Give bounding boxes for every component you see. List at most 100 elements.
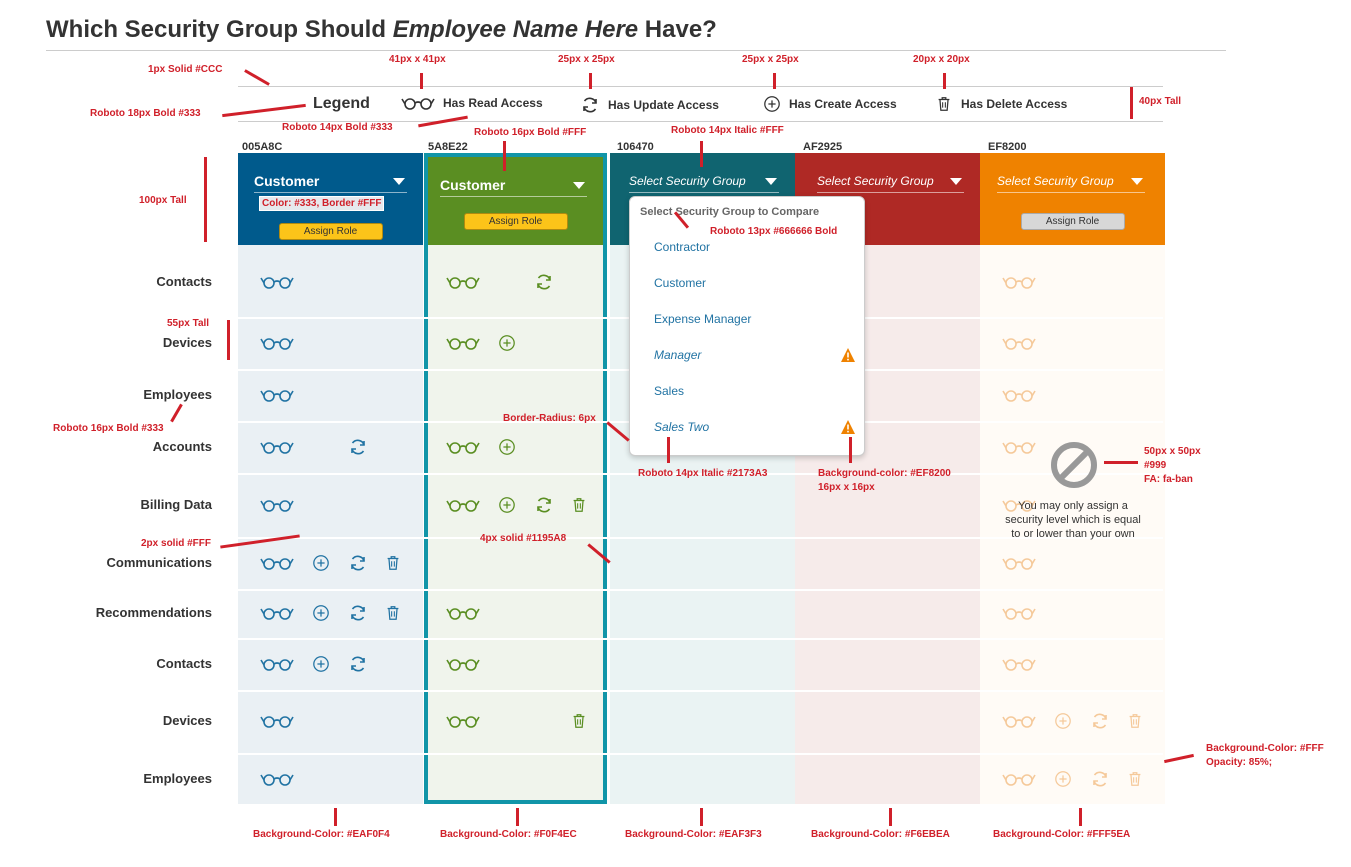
assign-role-button[interactable]: Assign Role	[278, 223, 383, 240]
annotation: Roboto 16px Bold #333	[53, 423, 164, 434]
annotation: 1px Solid #CCC	[148, 64, 223, 75]
refresh-icon	[348, 553, 368, 573]
dropdown-header: Select Security Group to Compare	[640, 206, 820, 218]
row-label: Billing Data	[140, 496, 212, 512]
legend-create: Has Create Access	[763, 95, 897, 113]
annotation: Color: #333, Border #FFF	[259, 196, 385, 211]
caret-down-icon	[765, 178, 777, 185]
annotation-arrow	[334, 808, 337, 826]
glasses-icon	[446, 274, 480, 290]
dropdown-option-contractor[interactable]: Contractor	[654, 240, 711, 254]
security-group-select[interactable]: Customer	[440, 173, 587, 197]
annotation: Background-Color: #F0F4EC	[440, 829, 577, 840]
caret-down-icon	[573, 182, 585, 189]
dropdown-option-manager[interactable]: Manager	[654, 348, 702, 362]
refresh-icon	[580, 95, 600, 115]
annotation: Background-Color: #EAF0F4	[253, 829, 390, 840]
assign-role-button[interactable]: Assign Role	[1020, 213, 1125, 230]
annotation: 25px x 25px	[742, 54, 799, 65]
plus-circle-icon	[498, 496, 516, 514]
glasses-icon	[260, 497, 294, 513]
plus-circle-icon	[1054, 712, 1072, 730]
plus-circle-icon	[498, 334, 516, 352]
annotation: Roboto 13px #666666 Bold	[710, 226, 838, 237]
security-group-column-5: Select Security Group Assign Role	[980, 153, 1165, 804]
column-hex-3: 106470	[617, 141, 654, 153]
refresh-icon	[1090, 769, 1110, 789]
annotation: Border-Radius: 6px	[503, 413, 596, 424]
security-group-select[interactable]: Select Security Group	[997, 169, 1145, 193]
row-divider	[238, 753, 1163, 755]
glasses-icon	[1002, 771, 1036, 787]
column-hex-4: AF2925	[803, 141, 843, 153]
assign-role-button[interactable]: Assign Role	[463, 213, 568, 230]
annotation-arrow	[773, 73, 776, 89]
legend-read: Has Read Access	[401, 95, 543, 111]
security-group-select[interactable]: Select Security Group	[629, 169, 779, 193]
row-divider	[238, 589, 1163, 591]
dropdown-option-sales[interactable]: Sales	[654, 384, 685, 398]
warning-icon	[840, 347, 856, 363]
glasses-icon	[260, 335, 294, 351]
glasses-icon	[260, 274, 294, 290]
glasses-icon	[1002, 555, 1036, 571]
annotation: 55px Tall	[167, 318, 210, 329]
refresh-icon	[348, 437, 368, 457]
annotation: Roboto 14px Bold #333	[282, 122, 393, 133]
dropdown-option-customer[interactable]: Customer	[654, 276, 707, 290]
row-divider	[238, 690, 1163, 692]
annotation: Background-Color: #EAF3F3	[625, 829, 762, 840]
page-title: Which Security Group Should Employee Nam…	[46, 16, 717, 43]
caret-down-icon	[393, 178, 405, 185]
glasses-icon	[446, 713, 480, 729]
annotation-arrow	[849, 437, 852, 463]
security-group-select[interactable]: Customer	[254, 169, 407, 193]
refresh-icon	[1090, 711, 1110, 731]
legend-title: Legend	[313, 95, 370, 112]
permission-message: You may only assign a security level whi…	[1005, 500, 1141, 540]
annotation: 4px solid #1195A8	[480, 533, 567, 544]
plus-circle-icon	[312, 655, 330, 673]
trash-icon	[570, 712, 588, 730]
refresh-icon	[534, 495, 554, 515]
glasses-icon	[1002, 387, 1036, 403]
annotation-arrow	[943, 73, 946, 89]
annotation-arrow	[244, 69, 270, 86]
column-hex-2: 5A8E22	[428, 141, 468, 153]
glasses-icon	[260, 439, 294, 455]
annotation-arrow	[1104, 461, 1138, 464]
annotation: 2px solid #FFF	[141, 538, 212, 549]
legend-bottom-border	[238, 121, 1163, 122]
annotation: Background-Color: #F6EBEA	[811, 829, 950, 840]
trash-icon	[384, 554, 402, 572]
security-group-select[interactable]: Select Security Group	[817, 169, 964, 193]
annotation: Roboto 14px Italic #FFF	[671, 125, 784, 136]
dropdown-option-sales-two[interactable]: Sales Two	[654, 420, 710, 434]
plus-circle-icon	[498, 438, 516, 456]
glasses-icon	[260, 555, 294, 571]
annotation: 41px x 41px	[389, 54, 446, 65]
ban-icon	[1051, 442, 1097, 488]
dropdown-option-expense-manager[interactable]: Expense Manager	[654, 312, 752, 326]
annotation-arrow	[204, 157, 207, 242]
glasses-icon	[1002, 274, 1036, 290]
row-divider	[238, 473, 1163, 475]
legend-delete: Has Delete Access	[935, 95, 1067, 113]
annotation-arrow	[516, 808, 519, 826]
annotation: Background-Color: #FFF	[1206, 743, 1324, 754]
glasses-icon	[260, 387, 294, 403]
caret-down-icon	[1131, 178, 1143, 185]
annotation: FA: fa-ban	[1144, 474, 1193, 485]
security-group-dropdown: Select Security Group to Compare Contrac…	[629, 196, 865, 456]
legend-top-border	[238, 86, 1163, 87]
row-label: Devices	[162, 713, 212, 728]
plus-circle-icon	[1054, 770, 1072, 788]
annotation-arrow	[222, 103, 306, 118]
refresh-icon	[534, 272, 554, 292]
trash-icon	[384, 604, 402, 622]
row-label: Devices	[162, 334, 212, 350]
row-label: Recommendations	[95, 605, 212, 620]
security-group-column-1: Customer Assign Role	[238, 153, 423, 804]
glasses-icon	[260, 605, 294, 621]
legend-update: Has Update Access	[580, 95, 719, 115]
